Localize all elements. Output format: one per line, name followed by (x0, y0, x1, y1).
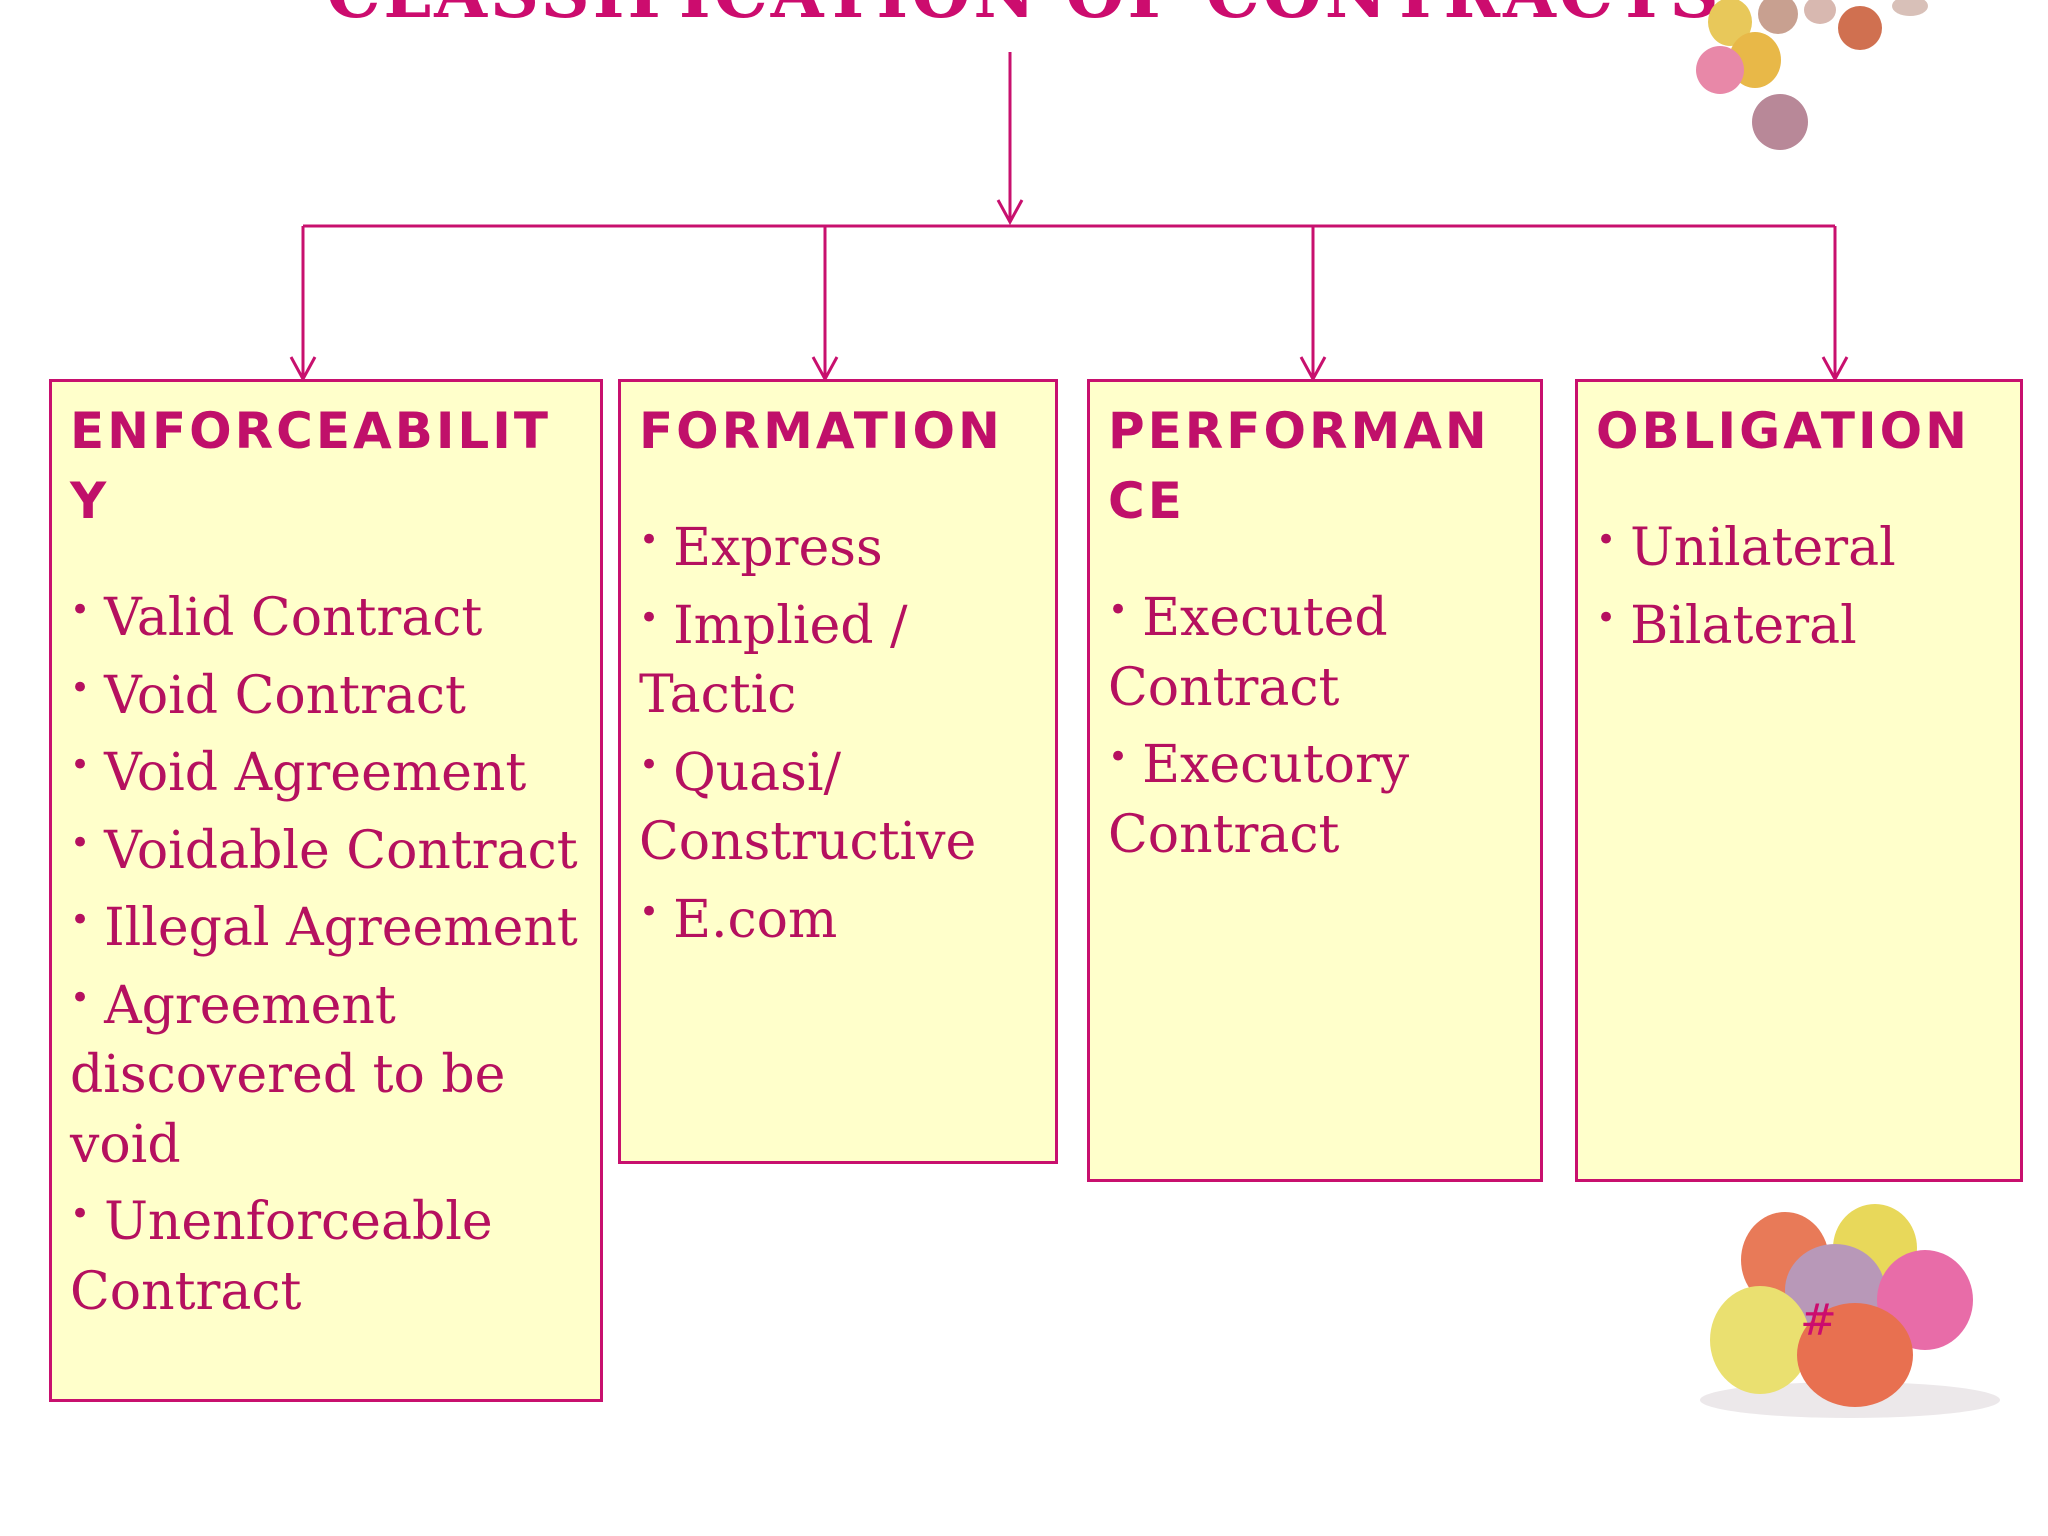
list-item: •Void Contract (70, 665, 466, 726)
list-item: •E.com (639, 889, 838, 950)
category-items: •Valid Contract •Void Contract •Void Agr… (70, 576, 582, 1327)
category-heading: ENFORCEABILITY (70, 402, 551, 530)
category-box-obligation: OBLIGATION •Unilateral •Bilateral (1575, 379, 2023, 1182)
diagram-title: CLASSIFICATION OF CONTRACTS (0, 0, 2048, 34)
category-heading: FORMATION (639, 402, 1003, 460)
list-item: •Unenforceable Contract (70, 1192, 493, 1322)
category-box-performance: PERFORMANCE •Executed Contract •Executor… (1087, 379, 1543, 1182)
category-box-enforceability: ENFORCEABILITY •Valid Contract •Void Con… (49, 379, 603, 1402)
category-heading: OBLIGATION (1596, 402, 1970, 460)
category-items: •Express •Implied / Tactic •Quasi/ Const… (639, 506, 1037, 955)
list-item: •Illegal Agreement (70, 898, 578, 958)
category-heading: PERFORMANCE (1108, 402, 1490, 530)
list-item: •Void Agreement (70, 743, 527, 803)
list-item: •Implied / Tactic (639, 595, 908, 726)
list-item: •Express (639, 518, 883, 578)
category-items: •Executed Contract •Executory Contract (1108, 576, 1522, 870)
list-item: •Voidable Contract (70, 820, 578, 881)
list-item: •Bilateral (1596, 595, 1857, 656)
list-item: •Unilateral (1596, 518, 1896, 578)
list-item: •Quasi/ Constructive (639, 742, 977, 873)
category-box-formation: FORMATION •Express •Implied / Tactic •Qu… (618, 379, 1058, 1164)
list-item: •Executed Contract (1108, 588, 1388, 718)
list-item: •Valid Contract (70, 588, 483, 648)
slide-number: # (1800, 1295, 1837, 1346)
candy-eggs-top-decoration (1696, 0, 1928, 150)
candy-eggs-bottom-decoration (1700, 1204, 2000, 1418)
list-item: •Agreement discovered to be void (70, 975, 506, 1175)
list-item: •Executory Contract (1108, 735, 1410, 865)
category-items: •Unilateral •Bilateral (1596, 506, 2002, 661)
